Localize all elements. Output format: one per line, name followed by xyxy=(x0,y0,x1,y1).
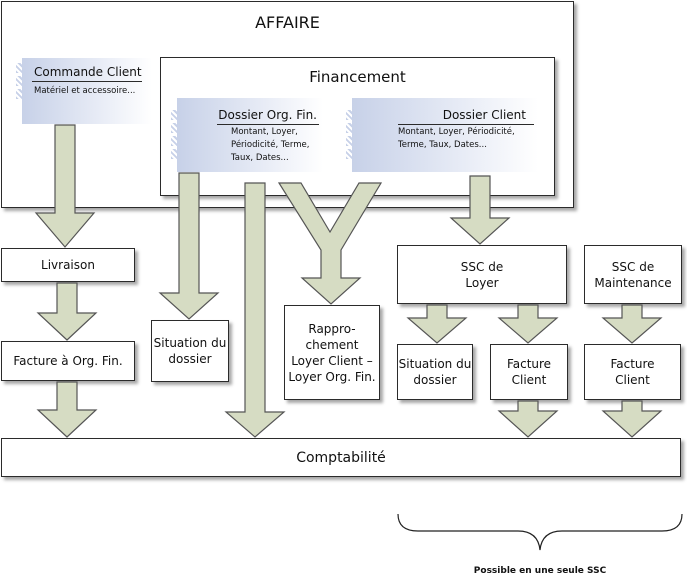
arrow-facture-maint-to-comptabilite xyxy=(601,400,663,438)
dossier-org-fin-title: Dossier Org. Fin. xyxy=(218,108,317,122)
commande-client-tabs xyxy=(16,63,26,102)
livraison-box: Livraison xyxy=(1,248,135,282)
arrow-ssc-loyer-to-facture xyxy=(497,304,559,344)
arrow-facture-to-comptabilite xyxy=(36,381,98,438)
dossier-org-fin-card: Dossier Org. Fin. Montant, Loyer, Périod… xyxy=(177,98,323,172)
facture-org-fin-box: Facture à Org. Fin. xyxy=(1,341,135,381)
dossier-client-detail: Montant, Loyer, Périodicité, Terme, Taux… xyxy=(398,127,515,150)
commande-client-title: Commande Client xyxy=(34,65,142,79)
arrow-ssc-maint-to-facture xyxy=(601,304,663,344)
commande-client-card: Commande Client Matériel et accessoire..… xyxy=(22,58,152,124)
dossier-org-fin-detail: Montant, Loyer, Périodicité, Terme, Taux… xyxy=(231,127,310,163)
arrow-facture-loyer-to-comptabilite xyxy=(497,400,559,438)
ssc-maintenance-box: SSC de Maintenance xyxy=(584,245,682,304)
dossier-client-tabs xyxy=(346,110,356,162)
dossier-client-card: Dossier Client Montant, Loyer, Périodici… xyxy=(352,98,538,172)
arrow-dossier-orgfin-to-situation xyxy=(158,172,220,320)
dossier-client-rule xyxy=(398,124,534,125)
arrow-dossier-client-to-ssc-loyer xyxy=(449,175,511,245)
dossier-org-fin-rule xyxy=(217,124,319,125)
facture-client-loyer-box: Facture Client xyxy=(490,344,568,400)
grouping-brace xyxy=(397,513,683,551)
commande-client-detail: Matériel et accessoire... xyxy=(34,86,136,96)
affaire-title: AFFAIRE xyxy=(255,13,320,32)
dossier-client-title: Dossier Client xyxy=(442,108,526,122)
facture-client-maint-box: Facture Client xyxy=(584,344,681,400)
rapprochement-box: Rappro- chement Loyer Client – Loyer Org… xyxy=(284,305,380,400)
arrow-commande-to-livraison xyxy=(34,124,96,248)
ssc-loyer-box: SSC de Loyer xyxy=(397,245,567,304)
arrow-financement-to-comptabilite xyxy=(224,182,286,438)
comptabilite-box: Comptabilité xyxy=(1,438,681,477)
situation-dossier-left-box: Situation du dossier xyxy=(151,320,229,382)
brace-note: Possible en une seule SSC xyxy=(473,566,607,576)
arrow-livraison-to-facture xyxy=(36,282,98,341)
arrow-merge-to-rapprochement xyxy=(277,182,383,305)
arrow-ssc-loyer-to-situation xyxy=(406,304,468,344)
commande-client-rule xyxy=(32,81,142,82)
financement-title: Financement xyxy=(309,68,406,86)
dossier-org-fin-tabs xyxy=(171,110,181,162)
situation-dossier-right-box: Situation du dossier xyxy=(397,344,473,400)
